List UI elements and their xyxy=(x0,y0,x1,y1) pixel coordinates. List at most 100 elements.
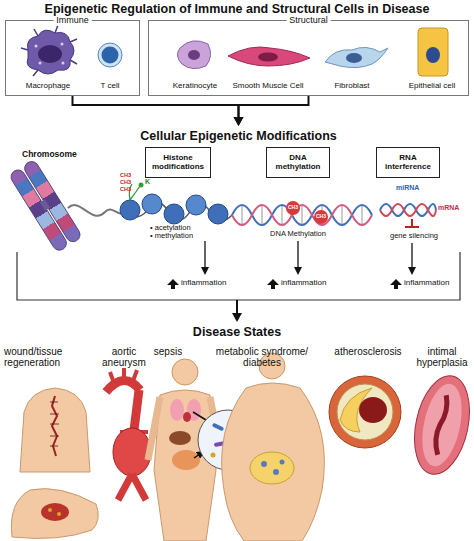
up-arrow-symbols-part xyxy=(267,279,279,289)
text-label: atherosclerosis xyxy=(328,346,408,357)
chromatin-fiber-part xyxy=(139,183,144,188)
text-label: inflammation xyxy=(281,279,326,288)
up-arrow-symbols-part xyxy=(390,279,402,289)
keratinocyte-cell-part xyxy=(188,50,200,60)
t-cell xyxy=(98,43,122,67)
text-label: inflammation xyxy=(404,279,449,288)
text-label: Keratinocyte xyxy=(164,82,226,91)
dna-helix-part xyxy=(286,201,300,215)
text-label: wound/tissue regeneration xyxy=(4,346,86,368)
chromatin-fiber-part xyxy=(164,204,184,224)
down-arrows-part xyxy=(297,241,298,273)
process-box: Histone modifications xyxy=(145,147,211,178)
text-label: CH3 xyxy=(313,214,329,220)
smooth-muscle-cell-part xyxy=(258,53,278,62)
obese-body-part xyxy=(261,461,267,467)
text-label: gene silencing xyxy=(379,232,449,240)
arrow-head xyxy=(234,117,244,126)
macrophage-cell-part xyxy=(21,25,77,76)
text-label: CH3 xyxy=(120,186,131,192)
node-heading: Structural xyxy=(286,15,331,26)
obese-body-part xyxy=(250,452,294,484)
foot-ulcer-part xyxy=(48,508,52,512)
smooth-muscle-cell xyxy=(228,47,310,66)
intimal-hyperplasia-vessel xyxy=(406,371,474,480)
arrow-head xyxy=(232,313,242,322)
sepsis-body-part xyxy=(212,423,225,432)
t-cell-part xyxy=(102,47,119,64)
text-label: K xyxy=(145,178,150,186)
artery-cross-section-part xyxy=(337,384,393,440)
connector-line xyxy=(73,96,239,120)
aortic-aneurysm-part xyxy=(134,390,139,430)
sepsis-body-part xyxy=(170,399,184,421)
section-band: Cellular Epigenetic ModificationsHistone… xyxy=(17,126,460,300)
text-label: intimal hyperplasia xyxy=(411,346,473,368)
text-label: • methylation xyxy=(150,232,193,240)
torso-wound-part xyxy=(50,402,59,446)
dna-helix xyxy=(232,201,372,225)
foot-ulcer-part xyxy=(57,512,61,516)
node-heading: Disease States xyxy=(0,325,474,339)
torso-wound-part xyxy=(20,388,90,472)
epithelial-cell xyxy=(418,28,448,76)
figure-title: Epigenetic Regulation of Immune and Stru… xyxy=(0,2,474,16)
obese-body-part xyxy=(222,383,325,541)
text-label: Fibroblast xyxy=(322,82,382,91)
aortic-aneurysm-part xyxy=(113,428,151,476)
foot-ulcer-part xyxy=(11,489,98,539)
down-arrows-part xyxy=(204,241,205,273)
intimal-hyperplasia-vessel-part xyxy=(406,371,474,480)
flow-connector xyxy=(73,96,244,126)
artery-cross-section-part xyxy=(359,397,387,423)
t-cell-part xyxy=(98,43,122,67)
chromosome-part xyxy=(22,159,83,244)
torso-wound-part xyxy=(52,396,57,456)
text-label: CH3 xyxy=(120,179,131,185)
text-label: inflammation xyxy=(181,279,226,288)
text-label: miRNA xyxy=(396,184,419,192)
sepsis-body-part xyxy=(169,431,191,445)
text-label: Chromosome xyxy=(22,150,77,160)
down-arrows-part xyxy=(411,243,412,273)
text-label: aortic aneurysm xyxy=(99,346,149,368)
rna-strands-part xyxy=(405,219,419,227)
macrophage-cell-part xyxy=(27,30,74,74)
node-heading: Histone modifications xyxy=(147,154,209,172)
chromatin-fiber-part xyxy=(142,194,162,214)
node-heading: Immune xyxy=(53,15,92,26)
rna-strands-part xyxy=(380,204,436,216)
obese-body-part xyxy=(280,460,285,465)
process-box: DNA methylation xyxy=(266,147,330,178)
text-label: sepsis xyxy=(148,346,188,357)
chromatin-fiber-part xyxy=(68,205,125,216)
smooth-muscle-cell-part xyxy=(228,47,310,66)
dna-helix-part xyxy=(314,210,328,224)
sepsis-body-part xyxy=(211,453,216,458)
sepsis-body-part xyxy=(154,390,216,541)
obese-body xyxy=(222,353,325,541)
keratinocyte-cell-part xyxy=(177,41,210,69)
up-arrow-symbols xyxy=(167,279,402,289)
artery-cross-section-part xyxy=(329,376,401,448)
chromatin-fiber xyxy=(68,183,232,225)
text-label: Smooth Muscle Cell xyxy=(223,82,313,91)
torso-wound xyxy=(20,388,90,472)
fibroblast-cell xyxy=(325,47,388,67)
aortic-aneurysm-part xyxy=(118,474,146,500)
macrophage-cell-part xyxy=(39,62,42,65)
text-label: mRNA xyxy=(438,204,459,212)
sepsis-body-part xyxy=(183,412,191,422)
connector-line xyxy=(239,96,309,120)
macrophage-cell-part xyxy=(62,62,65,65)
rna-strands xyxy=(380,204,436,227)
dna-helix-part xyxy=(242,206,362,224)
aortic-aneurysm xyxy=(106,368,151,500)
sepsis-body-part xyxy=(172,359,198,385)
cell-group-box: Immune xyxy=(5,20,140,96)
chromatin-fiber-part xyxy=(186,195,206,215)
bracket xyxy=(17,252,460,300)
text-label: Epithelial cell xyxy=(400,82,464,91)
chromatin-fiber-part xyxy=(208,204,228,224)
